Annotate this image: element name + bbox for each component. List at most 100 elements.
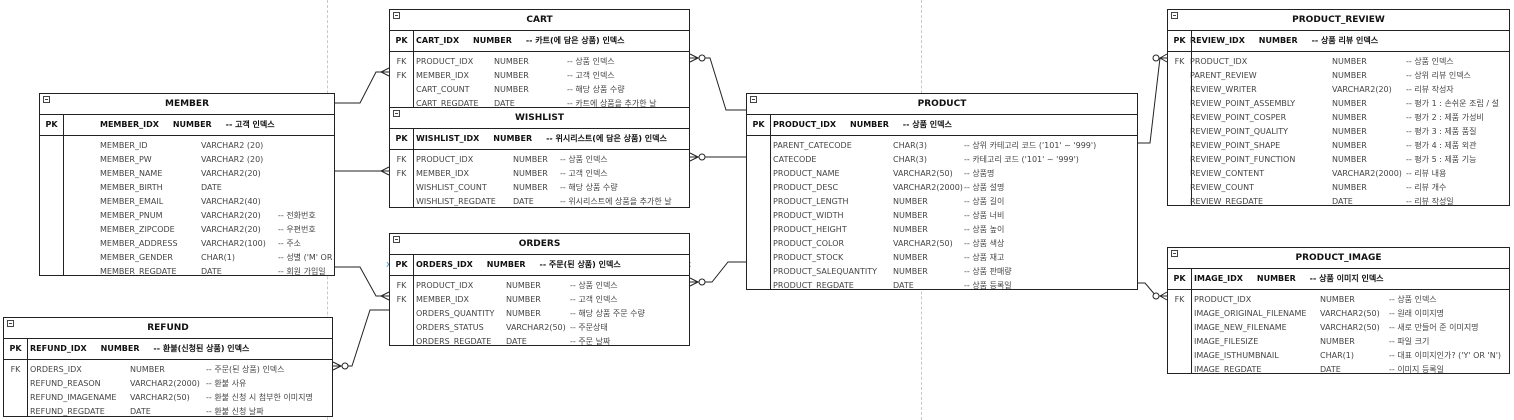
collapse-icon[interactable] bbox=[393, 236, 400, 243]
collapse-icon[interactable] bbox=[1171, 250, 1178, 257]
collapse-icon[interactable] bbox=[43, 96, 50, 103]
primary-key-field: PRODUCT_IDX NUMBER -- 상품 인덱스 bbox=[773, 120, 952, 129]
field-comment: -- 환불 신청 시 첨부한 이미지명 bbox=[206, 393, 313, 402]
field-comment: -- 상위 리뷰 인덱스 bbox=[1406, 71, 1471, 80]
field-comment: -- 리뷰 작성자 bbox=[1406, 85, 1454, 94]
field-comment: -- 대표 이미지인가? ('Y' OR 'N') bbox=[1389, 351, 1502, 360]
crowfoot-icon bbox=[689, 277, 699, 287]
field-name: ORDERS_IDX bbox=[30, 365, 82, 374]
crowfoot-icon bbox=[380, 67, 390, 77]
collapse-icon[interactable] bbox=[393, 12, 400, 19]
collapse-icon[interactable] bbox=[393, 110, 400, 117]
pk-marker: PK bbox=[9, 344, 22, 353]
collapse-icon[interactable] bbox=[1171, 12, 1178, 19]
field-comment: -- 위시리스트에 상품을 추가한 날 bbox=[560, 197, 672, 206]
field-name: REVIEW_REGDATE bbox=[1190, 197, 1264, 206]
field-type: NUMBER bbox=[494, 85, 529, 94]
field-key-marker: FK bbox=[10, 365, 21, 374]
field-comment: -- 주문 날짜 bbox=[570, 337, 611, 346]
field-comment: -- 리뷰 내용 bbox=[1406, 169, 1447, 178]
field-comment: -- 상품 판매량 bbox=[964, 267, 1012, 276]
field-comment: -- 평가 2 : 제품 가성비 bbox=[1406, 113, 1484, 122]
field-comment: -- 카테고리 코드 ('101' ~ '999') bbox=[964, 155, 1079, 164]
field-type: CHAR(1) bbox=[201, 253, 235, 262]
field-comment: -- 상품 설명 bbox=[964, 183, 1005, 192]
entity-title: REFUND bbox=[4, 318, 332, 339]
selection-anchor-icon[interactable]: x bbox=[386, 261, 391, 270]
collapse-icon[interactable] bbox=[750, 96, 757, 103]
collapse-icon[interactable] bbox=[7, 320, 14, 327]
field-comment: -- 리뷰 작성일 bbox=[1406, 197, 1454, 206]
field-type: VARCHAR2(50) bbox=[506, 323, 566, 332]
entity-title-text: PRODUCT_REVIEW bbox=[1292, 15, 1385, 25]
